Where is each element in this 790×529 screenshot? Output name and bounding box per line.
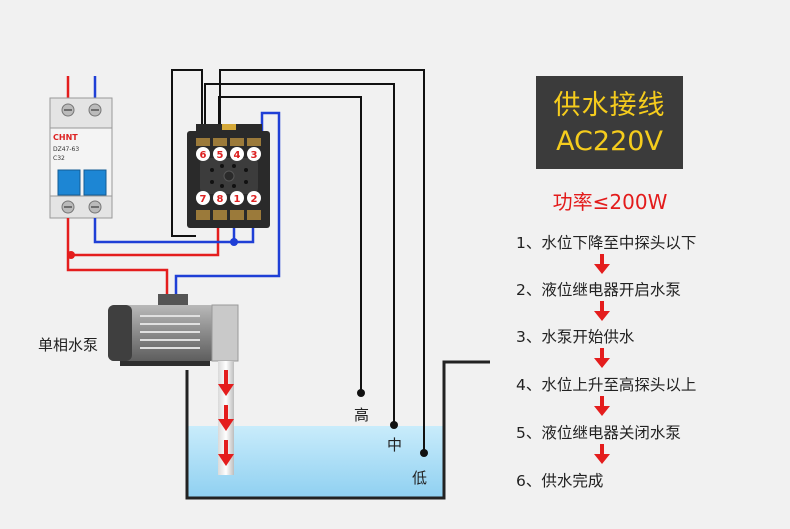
relay-pin-label: 6 bbox=[200, 150, 207, 161]
circuit-breaker: CHNT DZ47-63 C32 bbox=[49, 97, 113, 219]
relay-pin-label: 2 bbox=[251, 194, 258, 205]
step-5: 5、液位继电器关闭水泵 bbox=[516, 424, 681, 442]
breaker-brand: CHNT bbox=[53, 133, 78, 142]
flow-arrows bbox=[218, 370, 234, 466]
title-box: 供水接线 AC220V bbox=[536, 76, 683, 169]
title-line2: AC220V bbox=[556, 126, 663, 157]
down-arrow-icon bbox=[594, 444, 610, 464]
step-1: 1、水位下降至中探头以下 bbox=[516, 234, 697, 252]
relay-pin-label: 5 bbox=[217, 150, 224, 161]
low-probe-wire bbox=[171, 69, 203, 237]
mid-probe-wire bbox=[204, 83, 395, 424]
low-probe-tip bbox=[420, 449, 428, 457]
down-arrow-icon bbox=[594, 254, 610, 274]
relay-pin-label: 4 bbox=[234, 150, 241, 161]
relay-bottom-terminals: 7 8 1 2 bbox=[196, 191, 261, 220]
mid-probe-label: 中 bbox=[387, 436, 403, 454]
neutral-junction bbox=[230, 238, 238, 246]
step-2: 2、液位继电器开启水泵 bbox=[516, 281, 681, 299]
down-arrow-icon bbox=[594, 301, 610, 321]
breaker-rating: C32 bbox=[53, 155, 65, 162]
relay-pin-label: 7 bbox=[200, 194, 207, 205]
step-4: 4、水位上升至高探头以上 bbox=[516, 376, 697, 394]
level-relay: 6 5 4 3 7 8 1 2 bbox=[187, 124, 270, 228]
water-pump bbox=[108, 294, 239, 366]
relay-top-terminals: 6 5 4 3 bbox=[196, 138, 261, 161]
live-junction bbox=[67, 251, 75, 259]
breaker-lever-right[interactable] bbox=[83, 169, 107, 196]
pump-label: 单相水泵 bbox=[38, 336, 99, 354]
high-probe-tip bbox=[357, 389, 365, 397]
step-6: 6、供水完成 bbox=[516, 472, 604, 490]
high-probe-label: 高 bbox=[354, 406, 370, 424]
step-3: 3、水泵开始供水 bbox=[516, 328, 635, 346]
title-line1: 供水接线 bbox=[553, 90, 666, 121]
breaker-model: DZ47-63 bbox=[53, 146, 79, 153]
relay-pin-label: 8 bbox=[217, 194, 224, 205]
live-wires bbox=[66, 218, 220, 297]
probe-wires bbox=[171, 69, 425, 452]
down-arrow-icon bbox=[594, 348, 610, 368]
relay-pin-label: 3 bbox=[251, 150, 258, 161]
high-probe-wire bbox=[218, 96, 362, 392]
low-probe-label: 低 bbox=[412, 469, 428, 487]
down-arrow-icon bbox=[594, 396, 610, 416]
relay-pin-label: 1 bbox=[234, 194, 241, 205]
breaker-lever-left[interactable] bbox=[57, 169, 81, 196]
power-rating: 功率≤200W bbox=[552, 190, 668, 214]
neutral-wires bbox=[93, 111, 281, 297]
mid-probe-tip bbox=[390, 421, 398, 429]
